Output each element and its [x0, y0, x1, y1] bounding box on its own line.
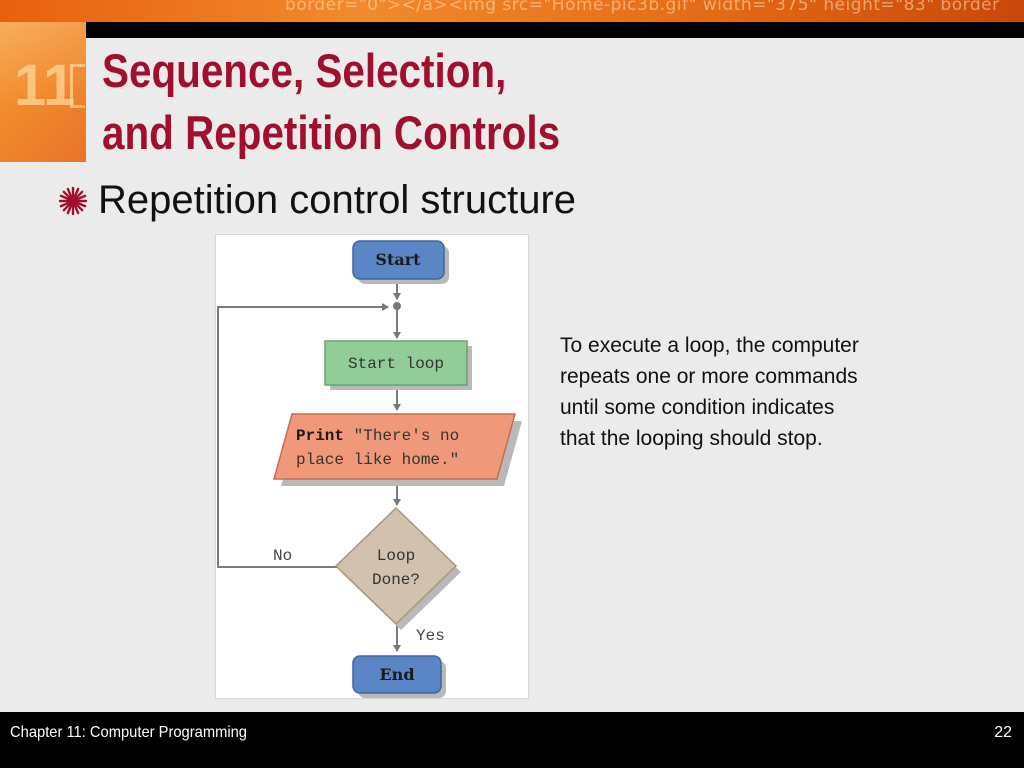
no-branch-label: No: [273, 547, 292, 565]
slide-title-line-1: Sequence, Selection,: [102, 44, 507, 97]
chapter-badge-decoration: [70, 64, 85, 108]
decision-node: Loop Done?: [334, 506, 461, 630]
bullet-text: Repetition control structure: [98, 178, 577, 222]
flowchart-figure: Start Start loop Print "There's no place…: [216, 235, 528, 698]
slide-title-line-2: and Repetition Controls: [102, 106, 561, 159]
start-loop-node: Start loop: [324, 340, 472, 390]
end-node: End: [352, 655, 446, 698]
top-banner: border="0"></a><img src="Home-pic3b.gif"…: [0, 0, 1024, 22]
print-keyword: Print: [296, 427, 344, 445]
banner-code-text: border="0"></a><img src="Home-pic3b.gif"…: [285, 0, 1000, 15]
slide-footer: Chapter 11: Computer Programming 22: [0, 712, 1024, 768]
footer-chapter-label: Chapter 11: Computer Programming: [10, 724, 247, 741]
starburst-bullet-icon: [58, 186, 88, 216]
end-label: End: [379, 665, 414, 684]
chapter-number: 11: [14, 53, 76, 118]
loop-description: To execute a loop, the computer repeats …: [560, 330, 960, 454]
start-loop-label: Start loop: [348, 355, 444, 373]
chapter-badge: 11: [0, 22, 86, 162]
loop-back-path: [217, 303, 389, 568]
print-line-2: place like home.": [296, 451, 459, 469]
slide-number: 22: [994, 724, 1012, 741]
description-line-3: until some condition indicates: [560, 396, 835, 419]
decision-line-2: Done?: [372, 571, 420, 589]
print-text-1: "There's no: [344, 427, 459, 445]
start-node: Start: [352, 240, 449, 284]
top-black-bar: [86, 22, 1024, 38]
description-line-2: repeats one or more commands: [560, 365, 858, 388]
print-line-1: Print "There's no: [296, 427, 459, 445]
slide-title: Sequence, Selection, and Repetition Cont…: [102, 40, 560, 164]
start-label: Start: [375, 250, 421, 269]
description-line-1: To execute a loop, the computer: [560, 334, 859, 357]
flowchart-diagram: Start Start loop Print "There's no place…: [217, 240, 522, 698]
join-point: [393, 302, 401, 310]
print-node: Print "There's no place like home.": [273, 413, 522, 486]
description-line-4: that the looping should stop.: [560, 427, 823, 450]
yes-branch-label: Yes: [416, 627, 445, 645]
decision-line-1: Loop: [377, 547, 415, 565]
